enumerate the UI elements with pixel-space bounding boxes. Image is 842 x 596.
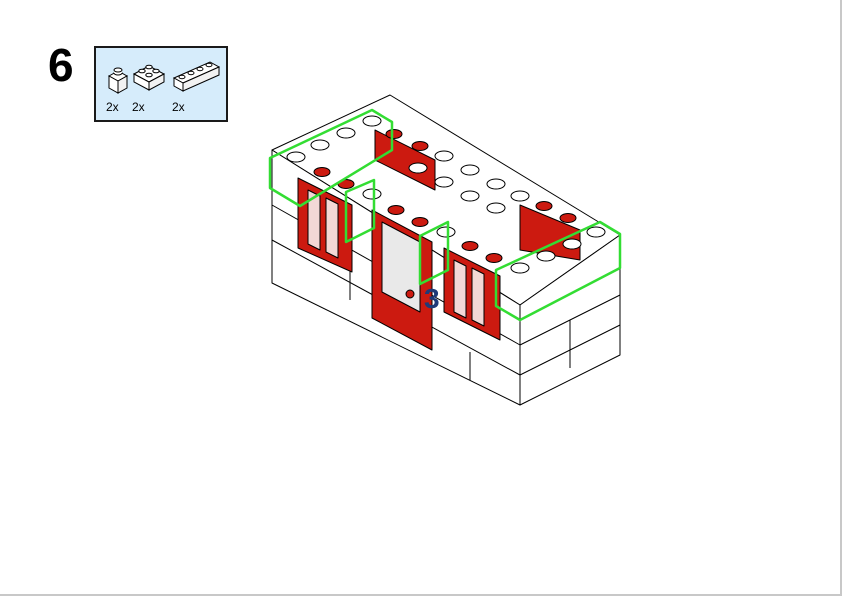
part-qty: 2x	[132, 100, 145, 114]
part-qty: 2x	[172, 100, 185, 114]
window-left	[297, 177, 353, 273]
studs	[286, 115, 606, 274]
part-brick-1x1: 2x	[106, 56, 130, 114]
parts-list-callout: 2x 2x 2x	[94, 46, 228, 122]
red-studs	[313, 129, 577, 263]
step-number: 6	[48, 39, 74, 91]
brick-2x2-icon	[132, 64, 166, 91]
door-number: 3	[424, 283, 440, 314]
new-parts-highlight	[268, 108, 622, 322]
brick-1x4-icon	[172, 61, 221, 92]
part-qty: 2x	[106, 100, 119, 114]
part-brick-1x4: 2x	[172, 56, 222, 114]
part-brick-2x2: 2x	[132, 56, 166, 114]
window-right	[443, 247, 501, 341]
brick-1x1-icon	[107, 67, 129, 94]
door-center	[371, 209, 433, 351]
